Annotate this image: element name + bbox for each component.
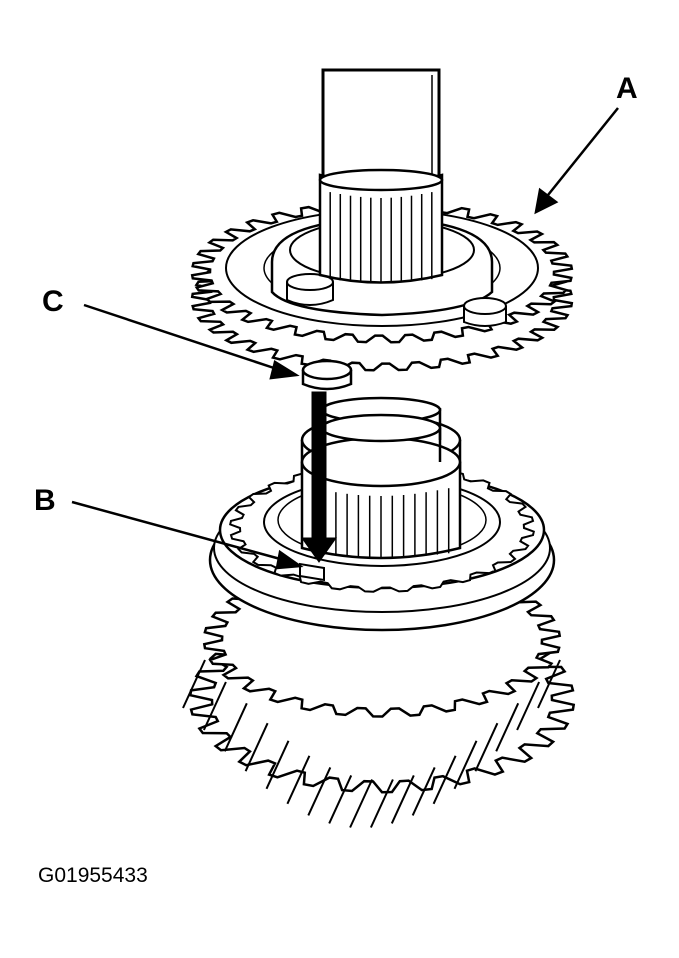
helical-tooth-line xyxy=(286,755,311,805)
slot-b xyxy=(299,562,325,582)
hub-lug xyxy=(286,273,507,327)
callout-c-label: C xyxy=(42,285,64,318)
helical-tooth-line xyxy=(411,766,436,816)
callout-a-label: A xyxy=(616,72,638,105)
helical-tooth-line xyxy=(390,774,415,824)
helical-tooth-line xyxy=(537,659,561,709)
helical-tooth-line xyxy=(349,779,374,828)
helical-tooth-line xyxy=(223,702,248,752)
figure-id: G01955433 xyxy=(38,864,148,887)
helical-tooth-line xyxy=(265,740,290,790)
helical-tooth-line xyxy=(202,681,227,731)
helical-tooth-line xyxy=(432,755,457,805)
key-c xyxy=(301,359,353,391)
helical-tooth-line xyxy=(369,779,394,828)
helical-tooth-line xyxy=(453,740,478,790)
helical-tooth-line xyxy=(244,722,269,772)
insert-arrow xyxy=(301,391,337,563)
helical-tooth-line xyxy=(516,681,541,731)
helical-tooth-line xyxy=(182,659,206,709)
helical-tooth-line xyxy=(328,774,353,824)
callout-b-label: B xyxy=(34,484,56,517)
helical-tooth-line xyxy=(307,766,332,816)
helical-tooth-line xyxy=(474,722,499,772)
helical-tooth-line xyxy=(495,702,520,752)
leader-lines xyxy=(71,107,619,570)
